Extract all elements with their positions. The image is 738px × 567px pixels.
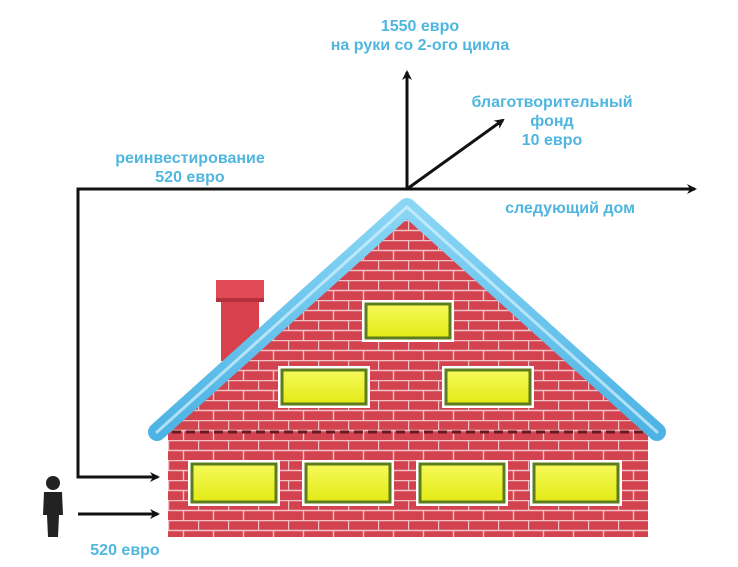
charity-line-1: благотворительный (471, 94, 633, 111)
payout-description: на руки со 2-ого цикла (330, 37, 510, 54)
payout-amount: 1550 евро (380, 18, 460, 35)
input-amount-label: 520 евро (90, 542, 160, 559)
charity-arrow (406, 118, 505, 191)
reinvest-title: реинвестирование (115, 150, 265, 167)
next-house-label: следующий дом (505, 200, 635, 217)
window-middle-left (278, 366, 370, 408)
window-upper (362, 300, 454, 342)
window-ground-1 (188, 460, 280, 506)
reinvest-label: реинвестирование 520 евро (80, 149, 300, 187)
house (148, 198, 666, 537)
window-middle-right (442, 366, 534, 408)
charity-amount: 10 евро (521, 132, 583, 149)
window-ground-4 (530, 460, 622, 506)
windows (188, 300, 622, 506)
flow-arrows (76, 70, 697, 519)
window-ground-3 (416, 460, 508, 506)
reinvest-amount: 520 евро (155, 169, 225, 186)
payout-label: 1550 евро на руки со 2-ого цикла (270, 17, 570, 55)
charity-line-2: фонд (530, 113, 574, 130)
charity-label: благотворительный фонд 10 евро (432, 93, 672, 150)
window-ground-2 (302, 460, 394, 506)
person-icon (43, 476, 63, 537)
brick-wall (168, 212, 648, 537)
